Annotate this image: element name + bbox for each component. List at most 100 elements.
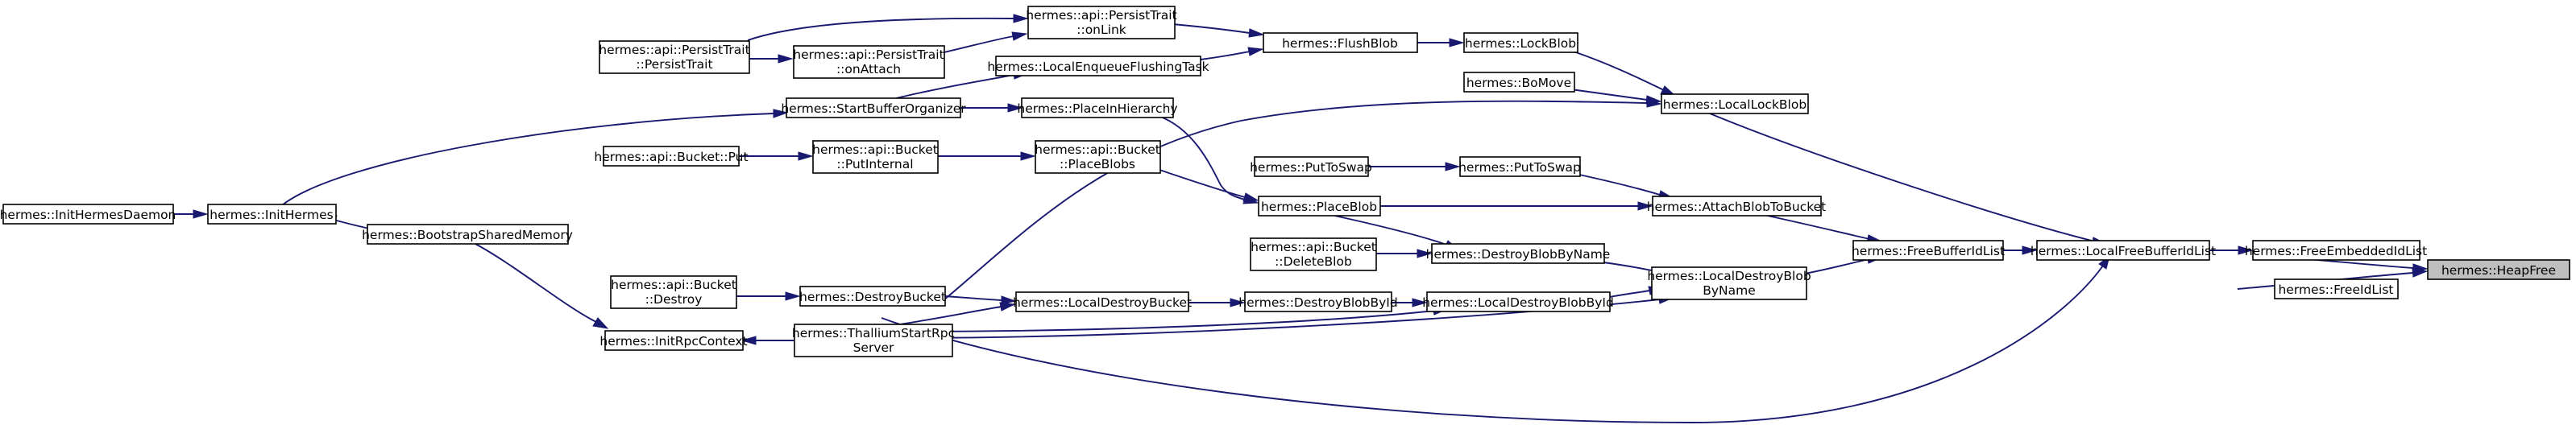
node-label: hermes::InitRpcContext [599, 334, 747, 349]
node-label: hermes::LocalFreeBufferIdList [2031, 244, 2216, 258]
node-label-line2: ::onLink [1076, 23, 1126, 37]
edges [172, 14, 2429, 423]
edge-initHermes-startbufferorganizer [281, 109, 789, 206]
node-inithermesdaemon[interactable]: hermes::InitHermesDaemon [0, 204, 176, 225]
node-bucketput[interactable]: hermes::api::Bucket::Put [594, 146, 749, 167]
node-startbufferorganizer[interactable]: hermes::StartBufferOrganizer [781, 97, 966, 118]
node-label-line1: hermes::api::Bucket [812, 142, 938, 157]
node-placeinhierarchy[interactable]: hermes::PlaceInHierarchy [1017, 97, 1178, 118]
node-label: hermes::InitHermes [209, 208, 333, 222]
node-putinternal[interactable]: hermes::api::Bucket ::PutInternal [812, 140, 939, 174]
node-destroyblobbyid[interactable]: hermes::DestroyBlobById [1238, 291, 1398, 312]
edge-locallockblob-localfreebufferidlist [1709, 113, 2108, 246]
node-label-line1: hermes::LocalDestroyBlob [1647, 269, 1811, 283]
node-placeblob[interactable]: hermes::PlaceBlob [1258, 196, 1381, 217]
node-placeblobs[interactable]: hermes::api::Bucket ::PlaceBlobs [1035, 140, 1161, 174]
node-thalliumstartrpcserver[interactable]: hermes::ThalliumStartRpc Server [792, 324, 955, 357]
node-label: hermes::LocalDestroyBucket [1013, 295, 1192, 310]
node-localdestroyblobbyname[interactable]: hermes::LocalDestroyBlob ByName [1647, 266, 1811, 300]
node-label: hermes::InitHermesDaemon [0, 208, 176, 222]
edge-destroybucket-localdestroybucket [944, 295, 1017, 305]
node-freebufferidlist[interactable]: hermes::FreeBufferIdList [1852, 240, 2005, 261]
node-inithermes[interactable]: hermes::InitHermes [207, 204, 337, 225]
node-label-line2: ::onAttach [836, 62, 901, 76]
node-label-line1: hermes::api::Bucket [1251, 240, 1376, 254]
node-label: hermes::AttachBlobToBucket [1647, 200, 1827, 214]
node-label-line1: hermes::api::PersistTrait [1026, 8, 1176, 23]
edge-deleteblob-destroyblobbyname [1376, 249, 1433, 258]
edge-thallium-localdestroybucket [894, 302, 1016, 326]
edge-bucketdestroy-destroybucket [736, 291, 801, 301]
node-label: hermes::HeapFree [2441, 263, 2556, 278]
edge-persisttrait-onlink [747, 14, 1029, 41]
edge-bootstrap-initrpc [475, 243, 609, 329]
node-label: hermes::FreeBufferIdList [1852, 244, 2005, 258]
edge-thallium-initrpc [740, 336, 794, 345]
node-label: hermes::FreeIdList [2278, 283, 2393, 297]
edge-freebufferidlist-localfreebufferidlist [2002, 245, 2038, 255]
edge-puttoswap1-puttoswap2 [1368, 162, 1461, 171]
node-label-line2: ::PlaceBlobs [1060, 157, 1135, 171]
node-onlink[interactable]: hermes::api::PersistTrait ::onLink [1026, 6, 1177, 39]
node-destroyblobbyname[interactable]: hermes::DestroyBlobByName [1426, 243, 1611, 264]
edge-placeinhierarchy-placeblob [1158, 115, 1259, 204]
edge-thallium-localfreebufferidlist [881, 254, 2110, 423]
node-puttoswap-2[interactable]: hermes::PutToSwap [1458, 156, 1581, 177]
node-label: hermes::DestroyBlobById [1238, 295, 1397, 310]
node-puttoswap-1[interactable]: hermes::PutToSwap [1250, 156, 1372, 177]
node-label-line1: hermes::api::PersistTrait [793, 47, 944, 62]
node-attachblobtobucket[interactable]: hermes::AttachBlobToBucket [1647, 196, 1827, 217]
edge-placeblob-attachblob [1379, 201, 1653, 211]
node-flushblob[interactable]: hermes::FlushBlob [1263, 32, 1418, 53]
node-label-line2: ::PersistTrait [636, 57, 712, 72]
node-label-line2: ::PutInternal [836, 157, 913, 171]
node-label-line1: hermes::api::PersistTrait [599, 43, 749, 57]
node-label: hermes::BootstrapSharedMemory [362, 228, 573, 242]
edge-lockblob-locallockblob [1570, 50, 1677, 97]
edge-destroyblobbyid-localdestroyblobbyid [1391, 298, 1428, 307]
node-lockblob[interactable]: hermes::LockBlob [1463, 32, 1578, 53]
node-label: hermes::FlushBlob [1282, 36, 1398, 51]
node-label-line1: hermes::ThalliumStartRpc [792, 326, 955, 340]
edge-flushblob-lockblob [1417, 38, 1465, 47]
node-persisttrait[interactable]: hermes::api::PersistTrait ::PersistTrait [599, 40, 750, 74]
edge-thallium-locallockblob [938, 98, 1662, 305]
edge-onlink-flushblob [1172, 23, 1265, 38]
node-bucketdestroy[interactable]: hermes::api::Bucket ::Destroy [610, 275, 737, 309]
node-localdestroybucket[interactable]: hermes::LocalDestroyBucket [1013, 291, 1192, 312]
node-deleteblob[interactable]: hermes::api::Bucket ::DeleteBlob [1250, 237, 1377, 271]
node-freeidlist[interactable]: hermes::FreeIdList [2274, 278, 2399, 299]
node-label-line1: hermes::api::Bucket [1035, 142, 1160, 157]
node-destroybucket[interactable]: hermes::DestroyBucket [799, 286, 946, 307]
node-bootstrapsharedmemory[interactable]: hermes::BootstrapSharedMemory [362, 224, 573, 245]
node-label-line2: ::Destroy [645, 292, 703, 307]
node-onattach[interactable]: hermes::api::PersistTrait ::onAttach [793, 45, 945, 79]
node-label: hermes::LockBlob [1465, 36, 1576, 51]
edge-localfreebufferidlist-freeembeddedidlist [2208, 245, 2254, 255]
node-locallockblob[interactable]: hermes::LocalLockBlob [1661, 93, 1809, 114]
edge-persisttrait-onattach [748, 54, 794, 64]
node-initrpccontext[interactable]: hermes::InitRpcContext [599, 330, 748, 351]
node-localfreebufferidlist[interactable]: hermes::LocalFreeBufferIdList [2031, 240, 2216, 261]
edge-placeblobs-placeblob [1159, 169, 1259, 202]
node-label: hermes::DestroyBlobByName [1426, 247, 1611, 262]
node-label-line2: ::DeleteBlob [1275, 254, 1352, 269]
node-localenqueue[interactable]: hermes::LocalEnqueueFlushingTask [987, 56, 1209, 76]
edge-onattach-onlink [944, 31, 1028, 53]
node-label: hermes::LocalDestroyBlobById [1422, 295, 1614, 310]
node-heapfree[interactable]: hermes::HeapFree [2427, 259, 2570, 280]
node-label: hermes::PlaceBlob [1261, 200, 1377, 214]
node-bomove[interactable]: hermes::BoMove [1463, 72, 1575, 93]
node-label: hermes::LocalEnqueueFlushingTask [987, 60, 1209, 74]
node-label: hermes::PlaceInHierarchy [1017, 101, 1177, 116]
node-label: hermes::LocalLockBlob [1663, 97, 1807, 112]
node-freeembeddedidlist[interactable]: hermes::FreeEmbeddedIdList [2245, 240, 2427, 261]
node-label: hermes::DestroyBucket [799, 290, 946, 304]
edge-startbufferorganizer-placeinhierarchy [960, 103, 1023, 113]
nodes: hermes::HeapFree hermes::FreeEmbeddedIdL… [0, 6, 2570, 357]
edge-attachblob-freebufferidlist [1756, 212, 1883, 244]
node-localdestroyblobbyid[interactable]: hermes::LocalDestroyBlobById [1422, 291, 1614, 312]
node-label: hermes::FreeEmbeddedIdList [2245, 244, 2427, 258]
edge-putinternal-placeblobs [938, 151, 1036, 161]
